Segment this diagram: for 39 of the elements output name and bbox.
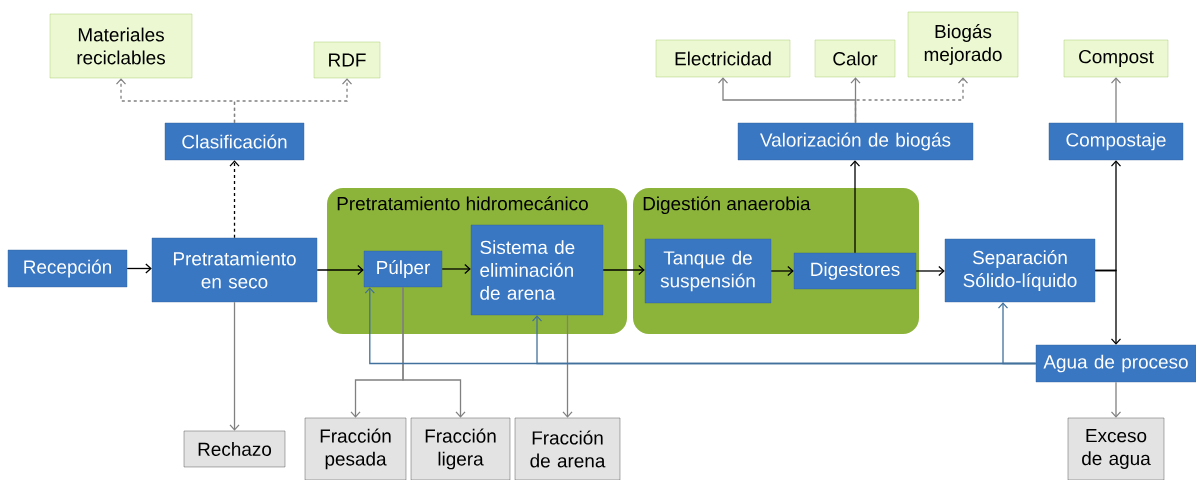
- arrow: [1094, 269, 1122, 345]
- arrow: [602, 264, 645, 276]
- arrow: [441, 263, 471, 275]
- process-box: Púlper: [363, 250, 443, 288]
- product-box: RDF: [313, 41, 381, 79]
- product-box: Biogás mejorado: [907, 11, 1019, 78]
- process-box: Pretratamiento en seco: [151, 237, 318, 303]
- process-box: Valorización de biogás: [737, 122, 974, 161]
- product-box: Compost: [1063, 39, 1169, 78]
- arrow: [854, 77, 969, 124]
- process-box: Tanque de suspensión: [644, 238, 772, 304]
- arrow: [233, 78, 353, 124]
- arrow: [997, 302, 1037, 365]
- arrow: [1110, 381, 1122, 418]
- arrow: [562, 314, 573, 418]
- residue-box: Exceso de agua: [1067, 417, 1165, 480]
- residue-box: Rechazo: [183, 430, 286, 468]
- process-box: Sistema de eliminación de arena: [470, 224, 604, 316]
- product-box: Electricidad: [655, 39, 791, 78]
- arrow: [770, 265, 794, 277]
- process-box: Compostaje: [1048, 122, 1184, 161]
- process-box: Clasificación: [164, 122, 305, 161]
- arrow: [915, 265, 945, 277]
- arrow: [402, 286, 466, 418]
- arrow: [316, 264, 364, 276]
- process-box: Digestores: [793, 252, 917, 290]
- arrow: [126, 263, 152, 274]
- residue-box: Fracción pesada: [304, 417, 407, 480]
- arrow: [849, 160, 861, 254]
- arrow: [229, 301, 240, 431]
- process-box: Recepción: [7, 249, 128, 288]
- arrow: [1110, 77, 1122, 124]
- product-box: Calor: [814, 39, 896, 78]
- residue-box: Fracción de arena: [514, 417, 621, 480]
- product-box: Materiales reciclables: [49, 13, 193, 79]
- process-box: Separación Sólido-líquido: [944, 238, 1096, 303]
- arrow: [229, 160, 240, 239]
- process-box: Agua de proceso: [1035, 344, 1196, 383]
- residue-box: Fracción ligera: [410, 417, 511, 480]
